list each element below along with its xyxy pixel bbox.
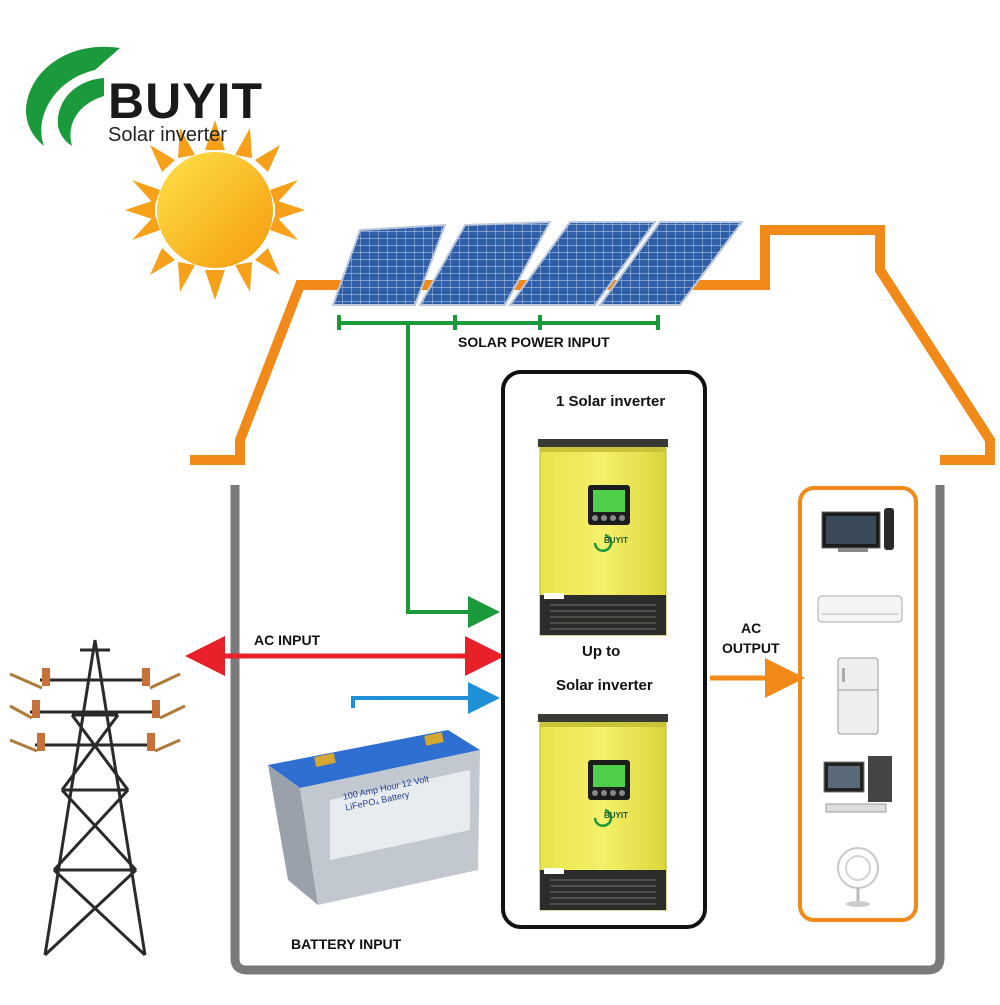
solar-panels — [331, 220, 744, 306]
solar-input-arrow — [406, 323, 500, 628]
sun-icon — [125, 120, 305, 300]
up-to-label: Up to — [582, 643, 621, 660]
ac-input-label: AC INPUT — [254, 632, 321, 648]
air-conditioner-icon — [817, 595, 903, 623]
power-tower-icon — [30, 639, 160, 957]
solar-power-input-label: SOLAR POWER INPUT — [458, 334, 610, 350]
battery-icon — [268, 730, 480, 905]
solar-inverter-label: Solar inverter — [556, 677, 653, 694]
battery-input-label: BATTERY INPUT — [291, 936, 402, 952]
desktop-computer-icon — [823, 756, 892, 813]
inverter-unit-top — [536, 437, 670, 637]
appliances-frame — [798, 486, 918, 922]
inverter-badge-top: BUYIT — [604, 536, 628, 545]
inverter-badge-bottom: BUYIT — [604, 811, 628, 820]
inverter-unit-bottom — [536, 712, 670, 912]
brand-name: BUYIT — [108, 73, 263, 129]
ac-output-label-line1: AC — [741, 620, 762, 636]
power-lines — [9, 672, 186, 753]
brand-logo-icon — [26, 46, 120, 147]
house-walls — [230, 485, 945, 975]
power-line-insulators — [32, 668, 160, 751]
battery-input-arrow — [351, 682, 500, 714]
house-roof — [190, 225, 995, 465]
brand-tagline: Solar inverter — [108, 124, 227, 146]
fan-icon — [837, 847, 879, 907]
solar-input-connector — [337, 315, 660, 330]
inverter-count-label: 1 Solar inverter — [556, 393, 666, 410]
refrigerator-icon — [837, 657, 879, 735]
inverter-group-frame — [501, 370, 707, 929]
ac-output-label-line2: OUTPUT — [722, 640, 780, 656]
tv-icon — [821, 508, 894, 552]
